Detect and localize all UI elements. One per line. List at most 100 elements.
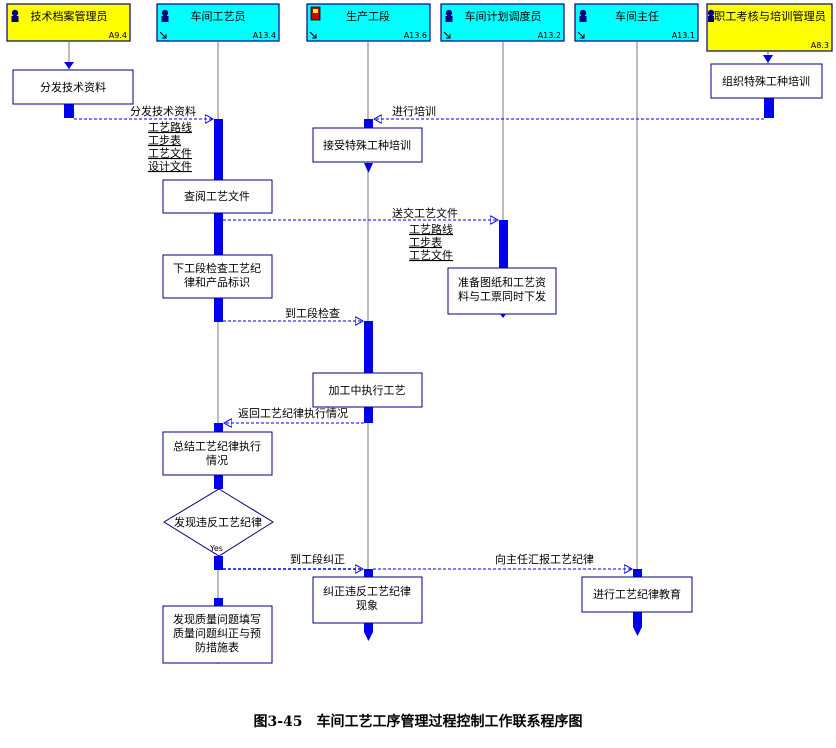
- box-label: 料与工票同时下发: [458, 289, 546, 303]
- box-label: 查阅工艺文件: [184, 189, 250, 203]
- end-tips: [64, 55, 773, 641]
- activation-archive: [64, 104, 74, 118]
- msg-correct-label: 到工段纠正: [290, 552, 345, 566]
- end-tip-director: [633, 627, 642, 636]
- arrow-corner-icon: [443, 31, 451, 39]
- box-label: 总结工艺纪律执行: [173, 439, 261, 453]
- arrow-corner-icon: [159, 31, 167, 39]
- activation-director-2: [633, 612, 642, 627]
- lane-header-craftsman: 车间工艺员 A13.4: [156, 3, 280, 42]
- lane-code: A13.6: [404, 31, 427, 40]
- msg-check-label: 到工段检查: [285, 306, 340, 320]
- figure-caption: 图3-45 车间工艺工序管理过程控制工作联系程序图: [253, 714, 583, 730]
- activity-box-review-docs: 查阅工艺文件: [162, 179, 273, 214]
- msg-report-label: 向主任汇报工艺纪律: [495, 552, 594, 566]
- lane-code: A13.4: [253, 31, 276, 40]
- activation-section-1: [364, 119, 373, 133]
- down-tip-training: [763, 55, 773, 63]
- person-icon: [161, 9, 169, 22]
- lane-title: 技术档案管理员: [31, 9, 108, 23]
- activation-training: [764, 98, 774, 118]
- lane-header-dispatcher: 车间计划调度员 A13.2: [440, 3, 565, 42]
- docs-list-item: 工步表: [409, 235, 442, 249]
- box-label: 现象: [356, 599, 378, 612]
- box-label: 加工中执行工艺: [329, 383, 406, 397]
- lane-code: A13.2: [538, 31, 561, 40]
- person-icon: [579, 9, 587, 22]
- activation-craftsman-6: [214, 556, 223, 570]
- decision-label: 发现违反工艺纪律: [174, 515, 262, 529]
- lane-header-director: 车间主任 A13.1: [574, 3, 699, 42]
- lane-code: A8.3: [811, 41, 829, 50]
- box-label: 纠正违反工艺纪律: [323, 585, 411, 598]
- activation-craftsman-3: [214, 298, 223, 322]
- lane-title: 车间主任: [615, 9, 659, 23]
- decision-diamond: 发现违反工艺纪律 Yes: [163, 488, 274, 557]
- msg-send-label: 送交工艺文件: [392, 206, 458, 220]
- lane-header-section: 生产工段 A13.6: [306, 3, 431, 42]
- activation-craftsman-4: [214, 423, 223, 433]
- activity-box-correct: 纠正违反工艺纪律 现象: [312, 576, 423, 624]
- box-label: 下工段检查工艺纪: [173, 261, 261, 275]
- activity-box-summarize: 总结工艺纪律执行 情况: [162, 431, 273, 476]
- activity-box-prepare-drawings: 准备图纸和工艺资 料与工票同时下发: [447, 267, 557, 315]
- docs-list-item: 工艺文件: [409, 248, 453, 262]
- activity-box-organize-training: 组织特殊工种培训: [710, 63, 823, 99]
- activation-craftsman-7: [214, 598, 223, 606]
- box-label: 进行工艺纪律教育: [593, 587, 681, 601]
- lane-header-training: 职工考核与培训管理员 A8.3: [706, 3, 833, 52]
- box-label: 情况: [206, 454, 228, 467]
- activation-craftsman-5: [214, 475, 223, 489]
- person-icon: [445, 9, 453, 22]
- activation-dispatcher: [499, 220, 508, 273]
- person-icon: [707, 9, 715, 22]
- activity-box-check-discipline: 下工段检查工艺纪 律和产品标识: [162, 254, 273, 299]
- docs-list-2: 工艺路线 工步表 工艺文件: [409, 222, 453, 262]
- production-icon: [310, 6, 321, 21]
- box-label: 律和产品标识: [184, 275, 250, 289]
- activity-box-educate: 进行工艺纪律教育: [581, 576, 693, 613]
- docs-list-1: 工艺路线 工步表 工艺文件 设计文件: [148, 120, 192, 173]
- activity-box-distribute: 分发技术资料: [12, 69, 134, 105]
- activation-section-5: [364, 623, 373, 632]
- box-label: 质量问题纠正与预: [173, 627, 261, 640]
- lane-code: A13.1: [672, 31, 695, 40]
- box-label: 分发技术资料: [40, 80, 106, 94]
- lane-title: 职工考核与培训管理员: [714, 9, 826, 23]
- box-label: 防措施表: [195, 640, 239, 654]
- docs-list-item: 工步表: [148, 133, 181, 147]
- box-label: 准备图纸和工艺资: [458, 275, 546, 289]
- activity-box-execute-process: 加工中执行工艺: [312, 372, 423, 408]
- msg-training-label: 进行培训: [392, 104, 436, 118]
- decision-yes-label: Yes: [209, 544, 223, 553]
- lane-header-archive: 技术档案管理员 A9.4: [6, 3, 131, 42]
- activation-craftsman-2: [214, 213, 223, 255]
- end-tip-section-2: [364, 632, 373, 641]
- activation-director-1: [633, 569, 642, 578]
- box-label: 组织特殊工种培训: [722, 74, 810, 88]
- messages: 分发技术资料 进行培训 送交工艺文件 到工段检查 返回工艺纪律执行情况 到工段纠…: [74, 104, 764, 569]
- msg-return-label: 返回工艺纪律执行情况: [238, 406, 348, 420]
- activation-section-3: [364, 407, 373, 423]
- docs-list-item: 工艺文件: [148, 146, 192, 160]
- person-icon: [11, 9, 19, 22]
- end-tip-dispatcher: [500, 314, 506, 318]
- lane-code: A9.4: [109, 31, 127, 40]
- msg-distribute-label: 分发技术资料: [130, 104, 196, 118]
- lane-title: 车间计划调度员: [465, 9, 542, 23]
- activation-section-2: [364, 321, 373, 374]
- activation-section-4: [364, 569, 373, 577]
- arrow-corner-icon: [309, 31, 317, 39]
- docs-list-item: 设计文件: [148, 159, 192, 173]
- activation-craftsman-1: [214, 119, 223, 181]
- lane-title: 生产工段: [346, 9, 390, 23]
- activity-box-accept-training: 接受特殊工种培训: [312, 127, 423, 163]
- activation-bars: [64, 98, 774, 632]
- box-label: 发现质量问题填写: [173, 612, 261, 626]
- arrow-corner-icon: [577, 31, 585, 39]
- docs-list-item: 工艺路线: [409, 222, 453, 236]
- docs-list-item: 工艺路线: [148, 120, 192, 134]
- activity-box-fill-form: 发现质量问题填写 质量问题纠正与预 防措施表: [162, 605, 273, 664]
- end-tip-section-1: [364, 163, 373, 173]
